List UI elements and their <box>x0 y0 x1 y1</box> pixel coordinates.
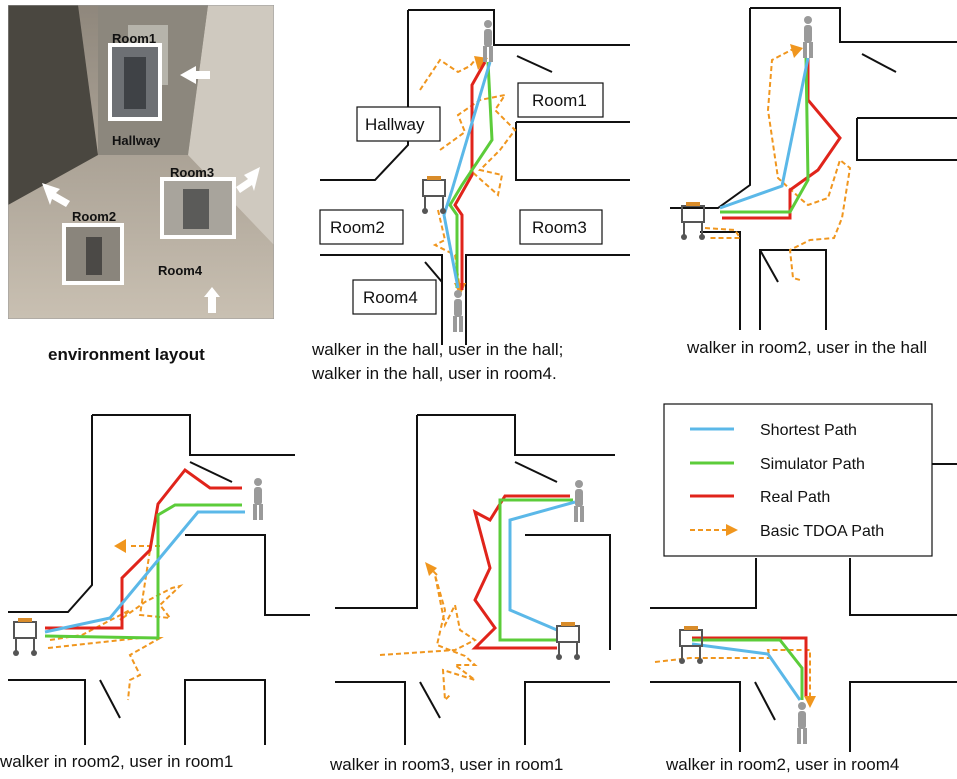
person-icon <box>574 480 584 522</box>
photo-label-room3: Room3 <box>170 165 214 180</box>
simulator-path <box>44 503 242 640</box>
arrow-icon <box>204 287 220 313</box>
floor-plan-walls <box>650 463 957 752</box>
room-label-room4: Room4 <box>363 288 418 307</box>
room-label-room3: Room3 <box>532 218 587 237</box>
map-room2-room1 <box>8 414 310 745</box>
legend-label-shortest: Shortest Path <box>760 422 857 439</box>
walker-icon <box>679 626 703 664</box>
shortest-path <box>691 642 802 701</box>
real-path <box>453 61 487 290</box>
legend-label-simulator: Simulator Path <box>760 456 865 473</box>
shortest-path <box>44 510 245 634</box>
photo-label-room2: Room2 <box>72 209 116 224</box>
walker-icon <box>13 618 37 656</box>
room-label-hallway: Hallway <box>365 115 425 134</box>
shortest-path <box>508 500 576 632</box>
person-icon <box>483 20 493 62</box>
floor-plan-walls <box>320 9 630 345</box>
arrow-icon <box>425 562 437 576</box>
person-icon <box>797 702 807 744</box>
walker-icon <box>681 202 705 240</box>
person-icon <box>453 290 463 332</box>
person-icon <box>253 478 263 520</box>
floor-plan-walls <box>670 7 957 330</box>
simulator-path <box>448 61 494 288</box>
arrow-icon <box>114 539 126 553</box>
walker-icon <box>422 176 446 214</box>
shortest-path <box>442 61 492 289</box>
arrow-icon <box>180 66 210 84</box>
real-path <box>692 636 808 696</box>
arrow-icon <box>726 524 738 536</box>
photo-label-room1: Room1 <box>112 31 156 46</box>
real-path <box>722 58 842 220</box>
caption-panel6: walker in room2, user in room4 <box>666 755 900 774</box>
map-room2-room4: Shortest Path Simulator Path Real Path B… <box>650 403 957 752</box>
simulator-path <box>498 498 573 642</box>
environment-photo: Room1 Hallway Room3 Room2 Room4 <box>8 5 274 319</box>
tdoa-path <box>379 567 478 703</box>
shortest-path <box>719 57 810 210</box>
real-path <box>471 494 570 650</box>
map-room3-room1 <box>335 414 615 745</box>
room-label-room1: Room1 <box>532 91 587 110</box>
walker-icon <box>556 622 580 660</box>
room-label-boxes: Room1 Hallway Room2 Room3 Room4 <box>319 82 604 315</box>
arrow-icon <box>236 167 260 193</box>
tdoa-path <box>47 545 184 701</box>
caption-panel3: walker in room2, user in the hall <box>687 338 928 357</box>
caption-environment: environment layout <box>48 345 205 364</box>
tdoa-path <box>704 47 852 281</box>
map-hall-hall: Room1 Hallway Room2 Room3 Room4 <box>319 9 630 345</box>
photo-label-room4: Room4 <box>158 263 203 278</box>
person-icon <box>803 16 813 58</box>
simulator-path <box>692 638 804 700</box>
room-label-room2: Room2 <box>330 218 385 237</box>
floor-plan-walls <box>335 414 615 745</box>
caption-panel2-line1: walker in the hall, user in the hall; <box>312 340 564 359</box>
legend: Shortest Path Simulator Path Real Path B… <box>663 403 933 557</box>
legend-label-real: Real Path <box>760 489 830 506</box>
photo-label-hallway: Hallway <box>112 133 161 148</box>
floor-plan-walls <box>8 414 310 745</box>
caption-panel4: walker in room2, user in room1 <box>0 752 234 771</box>
map-room2-hall <box>670 7 957 330</box>
caption-panel5: walker in room3, user in room1 <box>330 755 564 774</box>
real-path <box>45 467 242 630</box>
arrow-icon <box>790 44 803 58</box>
legend-label-tdoa: Basic TDOA Path <box>760 523 884 540</box>
tdoa-path <box>654 649 811 700</box>
simulator-path <box>720 57 810 214</box>
caption-panel2-line2: walker in the hall, user in room4. <box>312 364 557 383</box>
arrow-icon <box>804 696 816 708</box>
arrow-icon <box>42 183 70 207</box>
